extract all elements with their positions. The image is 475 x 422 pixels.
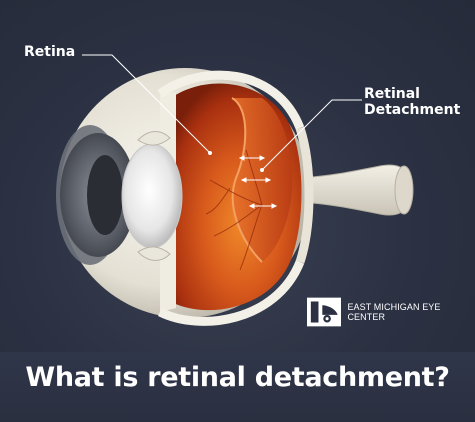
detachment-pointer-dot bbox=[260, 168, 264, 172]
headline-text: What is retinal detachment? bbox=[25, 362, 450, 393]
retina-label: Retina bbox=[24, 44, 76, 60]
cut-edge-bottom bbox=[157, 260, 305, 326]
detachment-label-line2: Detachment bbox=[364, 102, 461, 119]
detachment-label-line1: Retinal bbox=[364, 86, 420, 102]
blood-vessels bbox=[205, 149, 263, 271]
pupil bbox=[87, 155, 123, 235]
cut-edge-back bbox=[295, 126, 314, 264]
separation-arrows bbox=[238, 155, 278, 209]
ciliary-body-bottom bbox=[137, 246, 171, 261]
cut-edge-top bbox=[157, 70, 305, 130]
eye-center-logo-icon bbox=[307, 297, 342, 327]
brand-name: EAST MICHIGAN EYE CENTER bbox=[347, 302, 441, 322]
brand-logo: EAST MICHIGAN EYE CENTER bbox=[307, 297, 475, 327]
eye-cross-section-diagram bbox=[56, 54, 414, 326]
detached-retina-edge bbox=[231, 97, 263, 263]
ciliary-body-top bbox=[137, 131, 171, 146]
optic-nerve-end bbox=[394, 165, 414, 215]
lens bbox=[121, 143, 183, 249]
retinal-detachment-label: Retinal Detachment bbox=[364, 86, 460, 118]
pointer-lines bbox=[82, 54, 362, 171]
headline-banner: What is retinal detachment? bbox=[0, 352, 475, 422]
retina-pointer-dot bbox=[208, 151, 212, 155]
